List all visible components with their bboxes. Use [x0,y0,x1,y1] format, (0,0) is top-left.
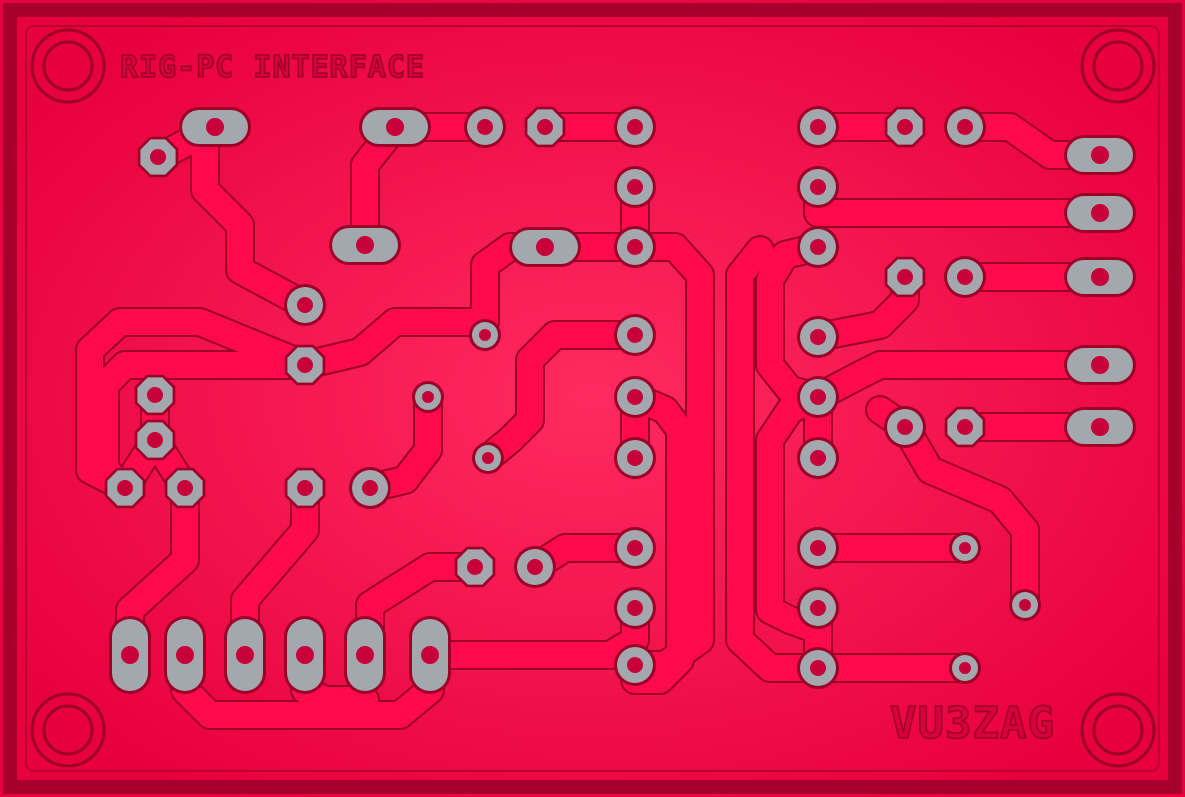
pad-hole [467,559,483,575]
via-hole [479,329,491,341]
pad-hole [147,387,163,403]
pad-hole [297,357,313,373]
pad-hole [810,329,826,345]
pad-hole [897,119,913,135]
pad-hole [627,450,643,466]
pad-hole [957,269,973,285]
pad-hole [627,119,643,135]
board-edge-inner [25,25,1160,772]
trace [475,322,648,471]
pad-hole [296,646,314,664]
via-hole [1019,599,1031,611]
via-hole [959,542,971,554]
pad-hole [362,480,378,496]
board-edge [3,3,1182,794]
mount-hole-bottom-left [30,692,106,768]
pad-hole [1091,356,1109,374]
pad-hole [386,118,404,136]
pad-hole [957,419,973,435]
trace [622,384,693,693]
pad-hole [1091,204,1109,222]
pad-hole [810,119,826,135]
pad-hole [356,236,374,254]
mount-hole-top-right [1080,28,1156,104]
pad-hole [536,238,554,256]
pad-hole [176,646,194,664]
pad-hole [421,646,439,664]
pad-hole [897,419,913,435]
trace [727,237,831,681]
pad-hole [627,179,643,195]
pad-hole [627,327,643,343]
pad-hole [810,600,826,616]
mount-hole-top-left [30,28,106,104]
pad-hole [627,657,643,673]
trace [757,234,831,410]
pad-hole [206,118,224,136]
pad-hole [627,600,643,616]
via-hole [959,662,971,674]
trace [892,414,1038,618]
pad-hole [177,480,193,496]
pad-hole [537,119,553,135]
pad-hole [627,239,643,255]
pad-hole [810,239,826,255]
pad-hole [1091,268,1109,286]
pad-hole [810,540,826,556]
pad-hole [150,149,166,165]
trace [757,384,831,643]
pad-hole [1091,418,1109,436]
pad-hole [810,660,826,676]
board-title: RIG-PC INTERFACE [120,50,425,85]
pad-hole [117,480,133,496]
pad-hole [810,389,826,405]
pad-hole [810,179,826,195]
pad-hole [810,450,826,466]
mount-hole-bottom-right [1080,692,1156,768]
pad-hole [147,432,163,448]
mounting-holes [30,28,1156,768]
pad-hole [897,269,913,285]
pad-hole [297,297,313,313]
pad-hole [957,119,973,135]
callsign-label: VU3ZAG [890,698,1055,749]
pad-hole [1091,146,1109,164]
pad-hole [477,119,493,135]
pad-hole [527,559,543,575]
via-hole [482,452,494,464]
pad-hole [297,480,313,496]
pads [104,106,1136,694]
trace [805,352,1113,410]
pad-hole [356,646,374,664]
pad-hole [627,540,643,556]
pad-hole [627,389,643,405]
pad-hole [121,646,139,664]
pad-hole [236,646,254,664]
via-hole [422,391,434,403]
